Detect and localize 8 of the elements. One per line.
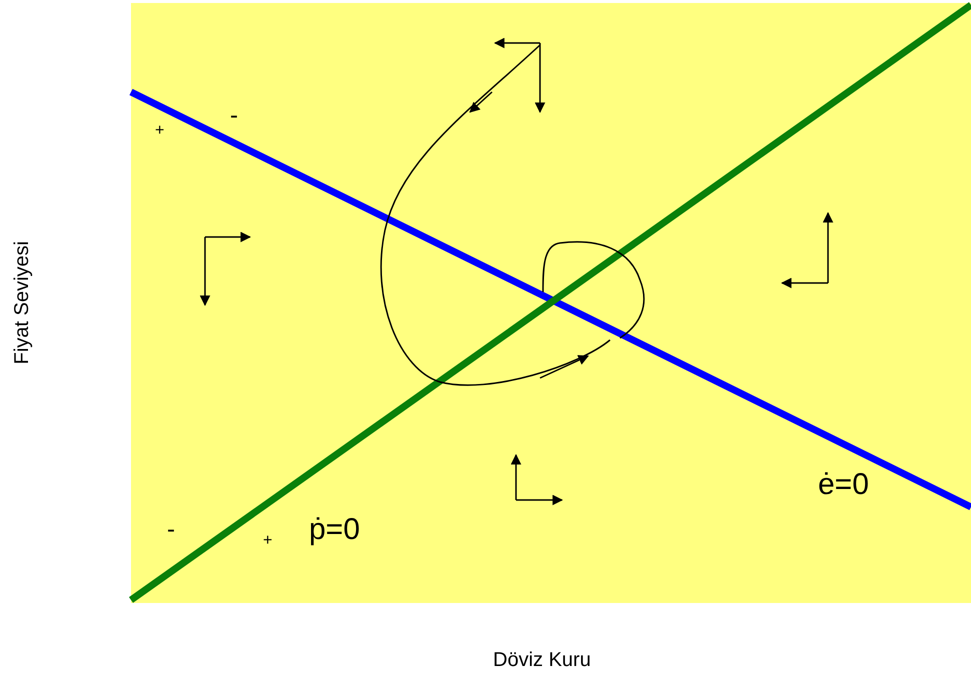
- sign-label: +: [155, 123, 164, 139]
- axis-label: Döviz Kuru: [493, 650, 591, 670]
- curve-label: ṗ=0: [309, 515, 360, 545]
- curve-label: ė=0: [818, 470, 869, 500]
- sign-label: +: [263, 533, 272, 549]
- axis-label: Fiyat Seviyesi: [12, 240, 32, 364]
- sign-label: -: [167, 518, 175, 542]
- sign-label: -: [230, 104, 238, 128]
